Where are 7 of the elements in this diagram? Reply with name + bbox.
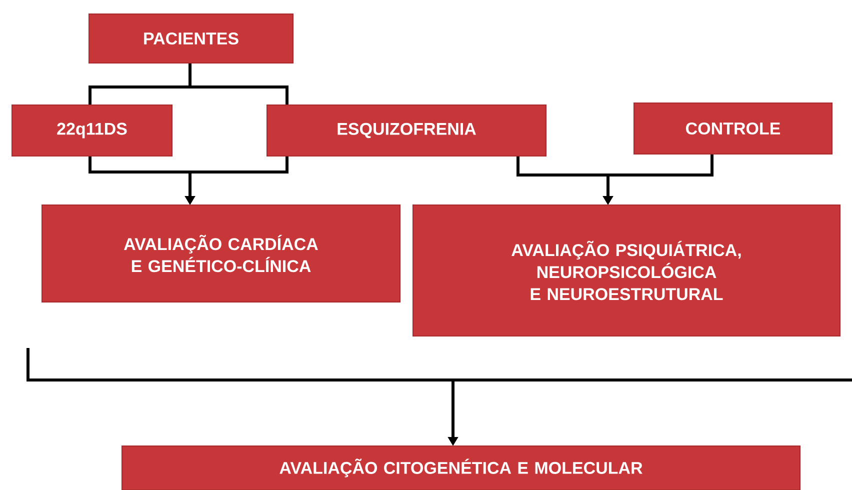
process-box: 22q11DS: [12, 104, 172, 156]
process-box: ESQUIZOFRENIA: [266, 104, 546, 156]
process-box: AVALIAÇÃO CARDÍACA E GENÉTICO-CLÍNICA: [42, 204, 400, 302]
process-box: AVALIAÇÃO PSIQUIÁTRICA, NEUROPSICOLÓGICA E NEUROESTRUTURAL: [412, 204, 840, 336]
process-box: CONTROLE: [634, 102, 832, 154]
process-box: AVALIAÇÃO CITOGENÉTICA E MOLECULAR: [122, 446, 800, 490]
process-box: PACIENTES: [88, 14, 294, 64]
